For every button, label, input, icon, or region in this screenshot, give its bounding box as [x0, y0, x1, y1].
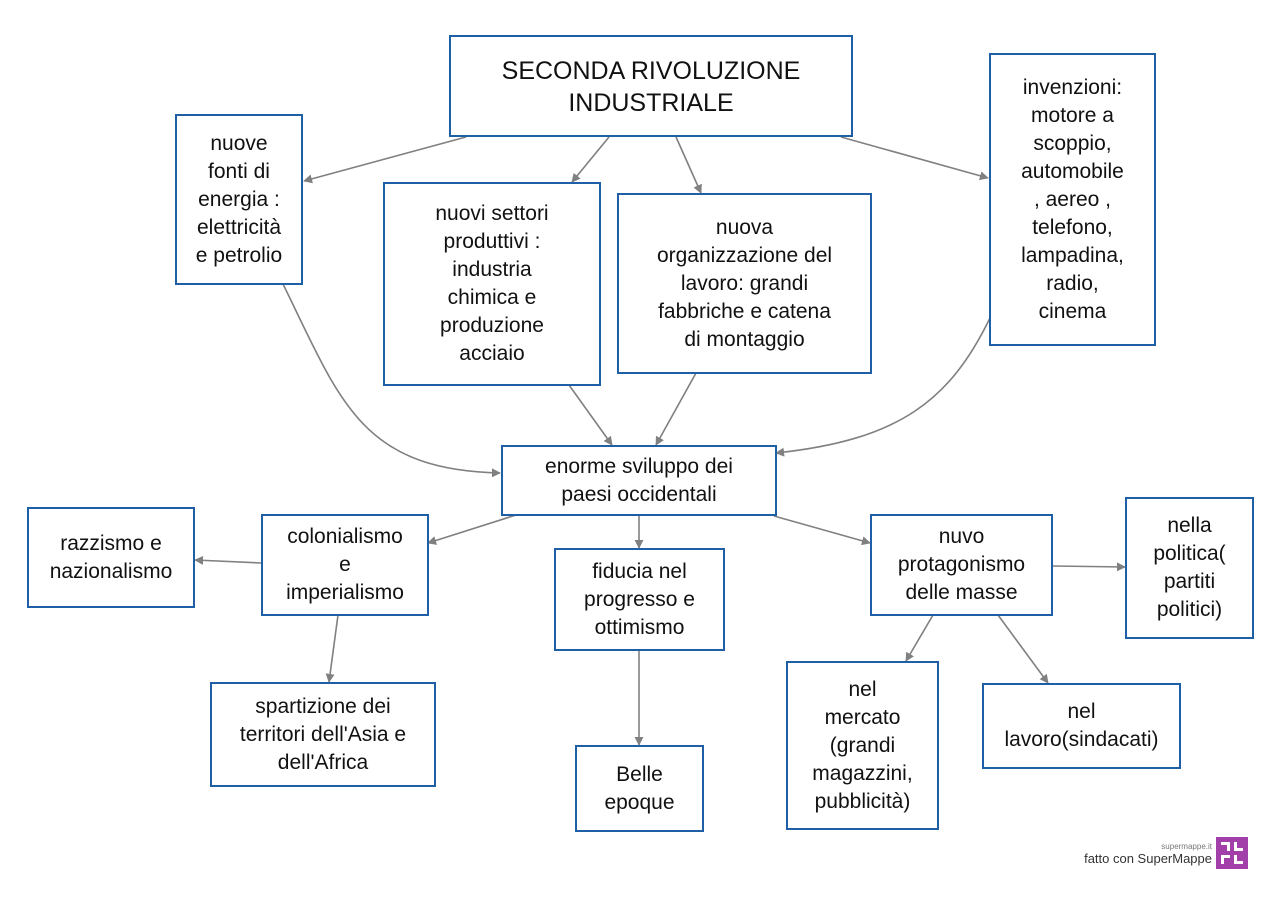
node-fiducia-progresso: fiducia nel progresso e ottimismo — [554, 548, 725, 651]
supermappe-branding: supermappe.it fatto con SuperMappe — [1084, 837, 1248, 869]
arrow-colonialism-to-racism — [194, 555, 262, 565]
supermappe-logo-icon — [1216, 837, 1248, 869]
arrow-masses-to-politics — [1052, 562, 1126, 572]
arrow-inventions-to-development — [775, 317, 991, 457]
brand-site: supermappe.it — [1161, 842, 1212, 851]
arrow-title-to-organization — [675, 136, 702, 194]
node-nuove-fonti-energia: nuove fonti di energia : elettricità e p… — [175, 114, 303, 285]
node-nella-politica: nella politica( partiti politici) — [1125, 497, 1254, 639]
node-invenzioni: invenzioni: motore a scoppio, automobile… — [989, 53, 1156, 346]
arrow-title-to-inventions — [840, 136, 989, 181]
arrow-development-to-colonialism — [427, 514, 517, 545]
node-belle-epoque: Belle epoque — [575, 745, 704, 832]
arrow-organization-to-development — [655, 372, 697, 446]
brand-label: fatto con SuperMappe — [1084, 851, 1212, 866]
node-colonialismo-imperialismo: colonialismo e imperialismo — [261, 514, 429, 616]
node-spartizione-territori: spartizione dei territori dell'Asia e de… — [210, 682, 436, 787]
node-nel-mercato: nel mercato (grandi magazzini, pubblicit… — [786, 661, 939, 830]
arrow-development-to-masses — [773, 515, 871, 546]
arrow-sectors-to-development — [568, 384, 613, 446]
node-nuova-organizzazione-lavoro: nuova organizzazione del lavoro: grandi … — [617, 193, 872, 374]
arrow-energy-to-development — [282, 283, 501, 478]
node-enorme-sviluppo: enorme sviluppo dei paesi occidentali — [501, 445, 777, 516]
arrow-masses-to-work — [997, 614, 1049, 684]
arrow-title-to-energy — [303, 136, 467, 184]
node-protagonismo-masse: nuvo protagonismo delle masse — [870, 514, 1053, 616]
node-nel-lavoro: nel lavoro(sindacati) — [982, 683, 1181, 769]
arrow-masses-to-market — [905, 614, 934, 662]
node-seconda-rivoluzione-industriale: SECONDA RIVOLUZIONE INDUSTRIALE — [449, 35, 853, 137]
arrow-title-to-sectors — [571, 136, 610, 183]
arrow-colonialism-to-partition — [325, 614, 339, 683]
node-nuovi-settori-produttivi: nuovi settori produttivi : industria chi… — [383, 182, 601, 386]
node-razzismo-nazionalismo: razzismo e nazionalismo — [27, 507, 195, 608]
